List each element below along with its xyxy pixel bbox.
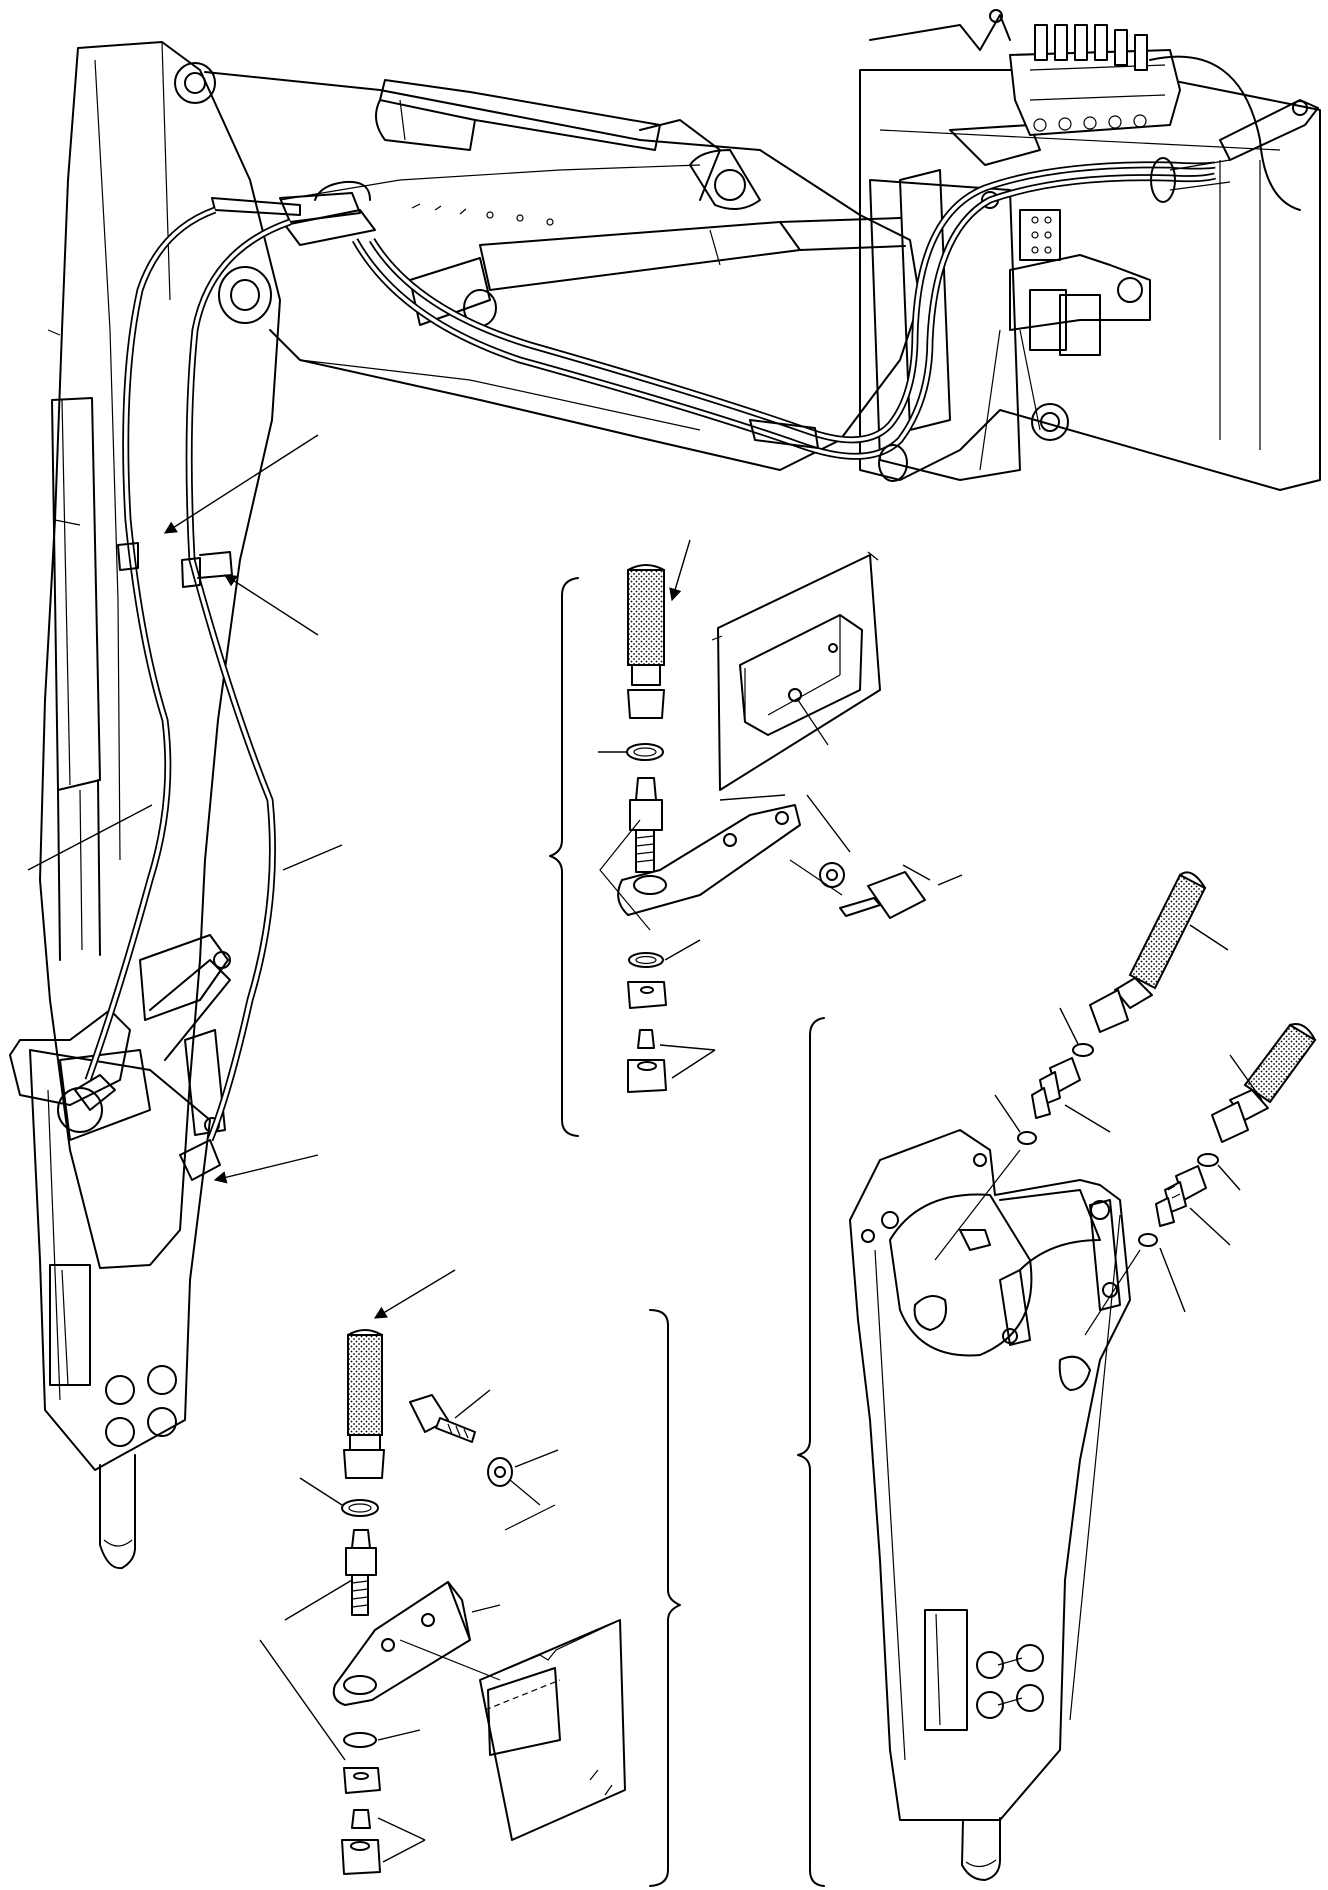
- main-boom: [204, 71, 921, 471]
- hammer-o-ring-2: [1017, 1131, 1037, 1145]
- washer: [819, 862, 845, 888]
- hammer-hose-2-nut: [1211, 1101, 1249, 1143]
- bolt-head: [867, 871, 926, 919]
- nut-upper: [627, 981, 667, 1009]
- plug: [637, 1029, 655, 1049]
- hammer-hose-1: [1128, 873, 1207, 990]
- o-ring-lower-2: [343, 1732, 377, 1748]
- detail-hose: [627, 569, 665, 666]
- arm-hoses: [74, 206, 292, 1181]
- mounting-surface: [479, 1619, 626, 1841]
- callout-arrow-hose-clamp-right: [223, 574, 319, 636]
- boom-pipe-bracket: [211, 180, 554, 246]
- clamp-block: [739, 614, 863, 736]
- boom-hoses: [351, 157, 1231, 482]
- l-bracket-lower: [332, 1581, 471, 1706]
- detail-hose-lower: [347, 1334, 383, 1436]
- frame-perforated-plate: [1031, 216, 1052, 254]
- hammer-o-ring-3: [1197, 1153, 1219, 1167]
- l-bracket: [617, 804, 801, 916]
- cap-nut-lower: [341, 1839, 381, 1875]
- hammer-connection-detail: [797, 871, 1317, 1887]
- washer-lower: [487, 1457, 513, 1487]
- hammer-o-ring-1: [1072, 1043, 1094, 1057]
- main-view-callouts: [27, 434, 343, 1184]
- bolt-shank-lower: [435, 1417, 476, 1443]
- hose-nut: [627, 689, 665, 719]
- cap-nut: [627, 1059, 667, 1093]
- callout-leader-arm-hose: [27, 804, 153, 871]
- hose-clamp-detail-lower: [259, 1269, 681, 1887]
- boom-cylinder-upper: [375, 79, 661, 151]
- boom-cylinder-lower: [409, 217, 906, 327]
- callout-leader-boom-hose: [282, 844, 343, 871]
- hammer-o-ring-4: [1138, 1233, 1158, 1247]
- o-ring-lower-1: [341, 1499, 379, 1517]
- boom-and-arm-hose-routing: [9, 9, 1321, 1570]
- o-ring-upper: [626, 743, 664, 761]
- o-ring-lower: [628, 952, 664, 968]
- callout-arrow-hammer-port: [213, 1154, 319, 1184]
- arm-cylinder: [51, 397, 101, 961]
- nut-lower: [343, 1767, 381, 1794]
- mounting-plate-outline: [717, 554, 881, 791]
- callout-arrow-hose-clamp-left: [163, 434, 319, 534]
- adapter-lower: [345, 1547, 377, 1576]
- plug-lower: [351, 1809, 371, 1829]
- dipper-arm: [39, 41, 281, 1269]
- adapter-top: [635, 777, 657, 801]
- hose-nut-lower: [343, 1449, 385, 1479]
- hammer-lower-body: [29, 1049, 211, 1570]
- hose-clamp-detail-upper: [549, 539, 963, 1137]
- detail-brace-hammer: [797, 1017, 825, 1887]
- control-valve-bank: [989, 9, 1319, 211]
- detail-brace-right: [649, 1309, 681, 1887]
- hammer-hose-1-nut: [1089, 989, 1129, 1033]
- bolt-shank: [839, 897, 881, 917]
- detail-brace-left: [549, 577, 579, 1137]
